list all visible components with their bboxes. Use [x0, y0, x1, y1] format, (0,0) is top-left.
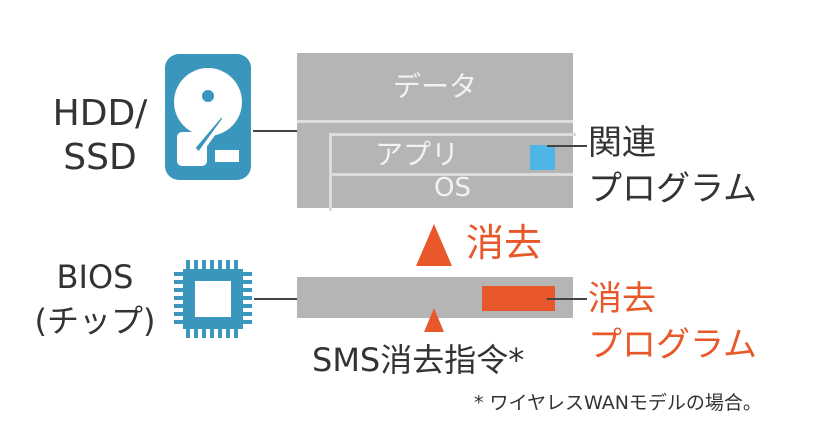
bios-connector-line — [254, 298, 297, 300]
bios-label-line2: (チップ) — [34, 302, 156, 340]
bios-label-line1: BIOS — [56, 258, 134, 296]
chip-icon — [174, 260, 252, 338]
sms-command-label: SMS消去指令* — [312, 341, 525, 379]
related-label-line1: 関連 — [588, 123, 656, 163]
erase-program-label: 消去 プログラム — [588, 276, 757, 368]
bios-label: BIOS (チップ) — [20, 255, 170, 343]
erase-program-connector-line — [547, 298, 587, 300]
related-label-line2: プログラム — [588, 169, 757, 209]
related-program-label: 関連 プログラム — [588, 120, 757, 212]
sms-arrow-icon — [424, 308, 444, 332]
hdd-connector-line — [253, 130, 298, 132]
related-connector-line — [547, 145, 587, 147]
erase-arrow-icon — [416, 224, 452, 266]
hdd-label-line1: HDD/ — [52, 93, 148, 134]
layer-divider-os — [332, 173, 573, 176]
erase-program-line2: プログラム — [588, 325, 757, 365]
layer-divider-top — [297, 120, 573, 123]
related-program-marker — [530, 145, 555, 170]
erase-program-marker — [482, 286, 555, 311]
erase-program-line1: 消去 — [588, 279, 656, 319]
footnote: * ワイヤレスWANモデルの場合。 — [474, 392, 762, 414]
hdd-label-line2: SSD — [63, 137, 137, 178]
hdd-ssd-label: HDD/ SSD — [40, 92, 160, 180]
erase-arrow-label: 消去 — [466, 221, 543, 265]
storage-box: データ アプリ OS — [297, 53, 576, 211]
layer-os: OS — [434, 173, 471, 203]
hard-drive-icon — [165, 54, 251, 180]
bios-box — [297, 277, 573, 318]
layer-app: アプリ — [374, 138, 459, 171]
layer-data: データ — [392, 70, 477, 103]
inner-frame — [329, 133, 576, 211]
